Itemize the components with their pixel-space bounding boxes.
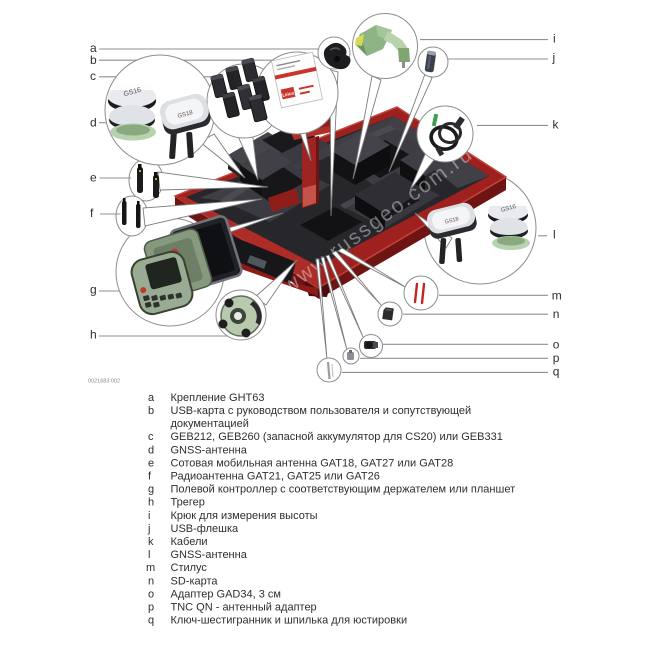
svg-text:a: a (90, 41, 97, 55)
svg-text:q: q (553, 365, 560, 379)
svg-text:b: b (90, 53, 97, 67)
svg-text:GEB212, GEB260 (запасной аккум: GEB212, GEB260 (запасной аккумулятор для… (171, 431, 503, 443)
svg-text:h: h (90, 328, 97, 342)
svg-text:Крюк для измерения высоты: Крюк для измерения высоты (171, 510, 318, 522)
svg-text:q: q (148, 615, 154, 627)
svg-text:TNC QN - антенный адаптер: TNC QN - антенный адаптер (171, 602, 317, 614)
svg-text:f: f (90, 206, 94, 220)
svg-text:i: i (148, 510, 150, 522)
svg-text:n: n (553, 307, 560, 321)
svg-text:Трегер: Трегер (171, 497, 205, 509)
svg-text:m: m (146, 562, 155, 574)
svg-text:c: c (148, 431, 154, 443)
svg-text:GNSS-антенна: GNSS-антенна (171, 549, 248, 561)
svg-text:c: c (90, 69, 96, 83)
svg-text:Стилус: Стилус (171, 562, 208, 574)
svg-text:GS16: GS16 (123, 87, 142, 99)
svg-text:USB-карта с руководством польз: USB-карта с руководством пользователя и … (171, 405, 472, 417)
svg-text:GS18: GS18 (444, 216, 459, 225)
svg-text:GS18: GS18 (177, 110, 194, 120)
svg-text:Крепление GHT63: Крепление GHT63 (171, 392, 265, 404)
svg-text:p: p (148, 602, 154, 614)
svg-text:o: o (148, 588, 154, 600)
svg-text:j: j (147, 523, 150, 535)
svg-text:e: e (90, 171, 97, 185)
svg-text:SD-карта: SD-карта (171, 575, 219, 587)
svg-text:Полевой контроллер с соответст: Полевой контроллер с соответствующим дер… (171, 484, 516, 496)
svg-text:n: n (148, 575, 154, 587)
svg-text:Адаптер GAD34, 3 см: Адаптер GAD34, 3 см (171, 588, 281, 600)
svg-text:документацией: документацией (171, 418, 249, 430)
svg-text:d: d (148, 444, 154, 456)
svg-text:h: h (148, 497, 154, 509)
svg-text:f: f (148, 471, 152, 483)
svg-text:GNSS-антенна: GNSS-антенна (171, 444, 248, 456)
svg-text:o: o (553, 338, 560, 352)
svg-text:e: e (148, 457, 154, 469)
svg-text:l: l (553, 228, 556, 242)
svg-text:Ключ-шестигранник и шпилька дл: Ключ-шестигранник и шпилька для юстировк… (171, 615, 408, 627)
svg-text:a: a (148, 392, 155, 404)
svg-text:0021683 002: 0021683 002 (88, 379, 120, 385)
svg-text:i: i (553, 32, 556, 46)
svg-text:Кабели: Кабели (171, 536, 208, 548)
svg-text:l: l (148, 549, 150, 561)
svg-text:b: b (148, 405, 154, 417)
svg-text:k: k (148, 536, 154, 548)
svg-text:Сотовая мобильная антенна GAT1: Сотовая мобильная антенна GAT18, GAT27 и… (171, 457, 454, 469)
svg-text:g: g (148, 484, 154, 496)
svg-text:m: m (552, 288, 562, 302)
svg-text:GS16: GS16 (500, 204, 517, 214)
svg-text:Радиоантенна GAT21, GAT25 или: Радиоантенна GAT21, GAT25 или GAT26 (171, 471, 380, 483)
svg-text:k: k (553, 118, 560, 132)
svg-text:USB-флешка: USB-флешка (171, 523, 240, 535)
svg-text:g: g (90, 283, 97, 297)
svg-text:Leica: Leica (282, 90, 295, 97)
svg-text:p: p (553, 351, 560, 365)
svg-text:d: d (90, 115, 97, 129)
svg-text:j: j (552, 51, 556, 65)
